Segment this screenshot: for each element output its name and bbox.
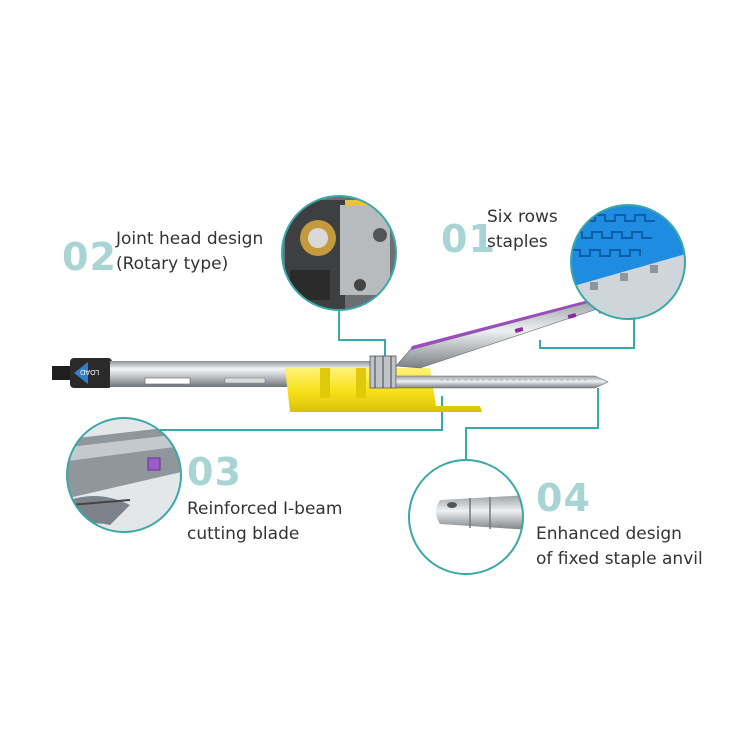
feature-label-04: Enhanced design of fixed staple anvil [536, 522, 703, 572]
callout-line-02 [338, 310, 386, 360]
feature-label-01: Six rows staples [487, 205, 558, 255]
feature-label-02-line2: (Rotary type) [116, 254, 229, 274]
detail-circle-02 [281, 195, 397, 311]
feature-number-01: 01 [441, 217, 496, 261]
feature-label-03-line1: Reinforced I-beam [187, 499, 343, 519]
feature-label-04-line2: of fixed staple anvil [536, 549, 703, 569]
callout-line-01 [539, 319, 635, 349]
feature-label-04-line1: Enhanced design [536, 524, 682, 544]
feature-label-03-line2: cutting blade [187, 524, 300, 544]
feature-number-04: 04 [536, 476, 591, 520]
feature-number-02: 02 [62, 235, 117, 279]
detail-circle-04 [408, 459, 524, 575]
detail-circle-03 [66, 417, 182, 533]
feature-label-03: Reinforced I-beam cutting blade [187, 497, 342, 547]
feature-number-03: 03 [187, 450, 242, 494]
callout-line-04 [465, 388, 599, 460]
feature-label-01-line2: staples [487, 232, 548, 252]
callout-lines [160, 310, 635, 460]
feature-label-02: Joint head design (Rotary type) [116, 227, 263, 277]
feature-label-01-line1: Six rows [487, 207, 558, 227]
stapler-device [52, 296, 610, 412]
feature-label-02-line1: Joint head design [116, 229, 264, 249]
handle-marking: LOAD [80, 368, 100, 376]
